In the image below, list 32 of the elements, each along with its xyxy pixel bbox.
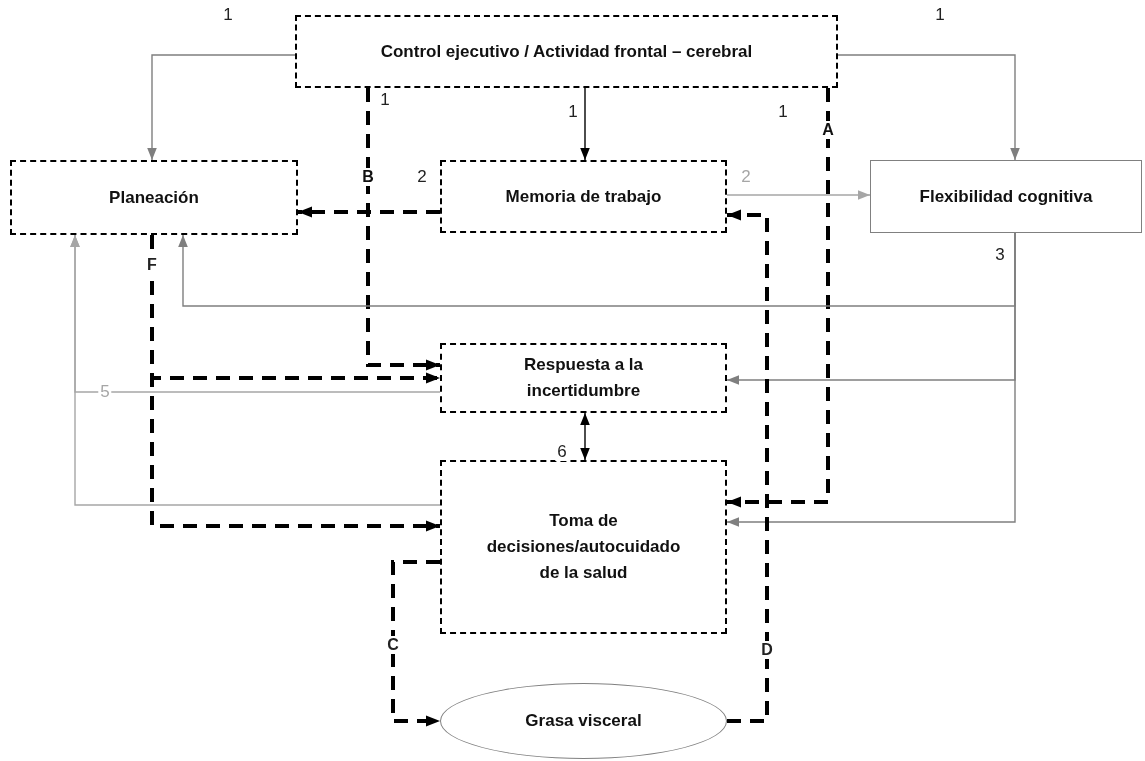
arrow (580, 412, 590, 461)
edge-label: F (145, 256, 159, 274)
process-box (440, 343, 727, 413)
node-text: Toma de decisiones/autocuidado de la salud (485, 510, 682, 584)
node-text: Grasa visceral (525, 710, 642, 732)
process-box (440, 160, 727, 233)
arrow (837, 54, 1020, 161)
edge-label: C (385, 636, 401, 654)
arrow (726, 232, 1016, 527)
process-box (440, 460, 727, 634)
process-box (295, 15, 838, 88)
node-text: Flexibilidad cognitiva (919, 185, 1093, 208)
arrow (580, 87, 590, 161)
edge-letter: A (820, 121, 836, 139)
node-text: Memoria de trabajo (505, 185, 662, 208)
arrow (70, 234, 441, 506)
arrow (298, 206, 440, 218)
process-box (10, 160, 298, 235)
arrow (727, 88, 830, 508)
edge-letter: B (360, 168, 376, 186)
arrow (178, 232, 1016, 307)
arrow (366, 88, 440, 371)
arrow (147, 54, 296, 161)
edge-label: 6 (555, 443, 569, 461)
arrow (727, 209, 769, 723)
edge-label: D (759, 641, 775, 659)
node-text: Control ejecutivo / Actividad frontal – cerebral (380, 40, 753, 63)
arrow (391, 560, 440, 727)
node-text: Respuesta a la incertidumbre (522, 354, 645, 402)
process-box (870, 160, 1142, 233)
node-text: Planeación (109, 186, 199, 209)
arrow (726, 190, 871, 200)
